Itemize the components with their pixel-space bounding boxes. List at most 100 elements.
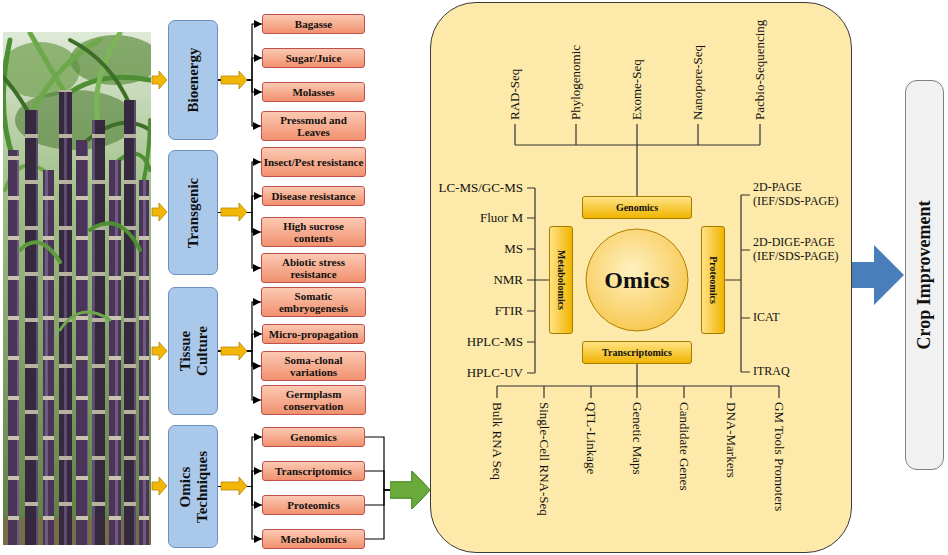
cane-leaf	[143, 120, 150, 185]
technique-label: NMR	[493, 273, 523, 288]
technique-label: ICAT	[753, 311, 780, 325]
technique-label: 2D-PAGE (IEF/SDS-PAGE)	[753, 181, 849, 209]
technique-label: FTIR	[495, 304, 523, 319]
connector-arrow	[365, 490, 390, 539]
branch-line	[497, 124, 779, 398]
item-box: Sugar/Juice	[262, 48, 365, 68]
technique-label: RAD-Seq	[508, 69, 523, 120]
item-box: Genomics	[262, 427, 365, 447]
cane-stalk	[43, 170, 54, 545]
item-box: Soma-clonal variations	[261, 351, 366, 381]
feed-arrow	[152, 477, 167, 495]
node-text: Bioenergy	[185, 48, 202, 113]
item-box: Proteomics	[262, 495, 365, 515]
feed-arrow	[221, 342, 247, 360]
node-text: Tissue Culture	[177, 305, 210, 397]
node-text: Transcriptomics	[274, 465, 353, 477]
cane-leaf	[3, 40, 14, 160]
technique-label: MS	[504, 242, 523, 257]
cane-stalk	[8, 150, 19, 545]
cane-leaf	[20, 242, 60, 262]
node-text: Metabolomics	[556, 250, 567, 310]
item-box: Metabolomics	[262, 529, 365, 549]
node-text: Bagasse	[294, 18, 333, 30]
technique-label: HPLC-MS	[467, 335, 523, 350]
branch-line	[725, 195, 750, 372]
technique-label: Candidate Genes	[677, 402, 692, 490]
item-box: Disease resistance	[262, 186, 365, 206]
method-bar: Proteomics	[701, 226, 725, 334]
branch-line	[515, 124, 760, 196]
outcome-box: Crop Improvement	[905, 80, 944, 470]
item-box: High sucrose contents	[261, 217, 366, 247]
cane-stalk	[109, 160, 121, 545]
cane-stalk	[25, 110, 38, 545]
feed-arrow	[152, 71, 167, 89]
method-bar: Transcriptomics	[582, 341, 692, 364]
feed-arrow	[152, 342, 167, 360]
item-box: Abiotic stress resistance	[261, 253, 366, 283]
item-box: Transcriptomics	[262, 461, 365, 481]
node-text: Pressmud and Leaves	[262, 114, 365, 138]
node-text: Soma-clonal variations	[262, 354, 365, 378]
category-box: Bioenergy	[168, 20, 218, 140]
feed-arrow	[221, 477, 247, 495]
node-text: Proteomics	[708, 256, 719, 304]
cane-leaf	[20, 223, 140, 330]
technique-label: Genetic Maps	[630, 402, 645, 475]
node-text: Abiotic stress resistance	[262, 256, 365, 280]
node-text: Omics Techniques	[177, 441, 210, 533]
feed-arrow	[221, 203, 247, 221]
node-text: Somatic embryogenesis	[262, 290, 365, 314]
technique-label: 2D-DIGE-PAGE (IEF/SDS-PAGE)	[753, 236, 849, 264]
item-box: Insect/Pest resistance	[261, 147, 366, 177]
sugarcane-photo	[3, 32, 151, 545]
node-text: Transgenic	[185, 177, 202, 248]
technique-label: LC-MS/GC-MS	[438, 181, 523, 196]
technique-label: Single-Cell RNA-Seq	[537, 402, 552, 516]
node-text: Genomics	[615, 202, 659, 213]
item-box: Molasses	[262, 82, 365, 102]
item-box: Pressmud and Leaves	[261, 111, 366, 141]
technique-label: GM Tools Promoters	[772, 402, 787, 511]
node-text: Molasses	[291, 86, 335, 98]
node-text: Transcriptomics	[601, 347, 673, 358]
technique-label: ITRAQ	[753, 365, 790, 379]
method-panel: GenomicsMetabolomicsOmicsProteomicsTrans…	[430, 2, 852, 553]
node-text: Metabolomics	[280, 533, 348, 545]
technique-label: DNA-Markers	[724, 402, 739, 478]
item-box: Somatic embryogenesis	[261, 287, 366, 317]
item-box: Bagasse	[262, 14, 365, 34]
technique-label: QTL-Linkage	[584, 402, 599, 474]
node-text: Micro-propagation	[268, 328, 359, 340]
cane-leaf	[60, 312, 110, 330]
item-box: Germplasm conservation	[261, 385, 366, 415]
node-text: Proteomics	[286, 499, 340, 511]
cane-leaf	[70, 40, 130, 105]
cane-leaf	[30, 33, 66, 95]
branch-line	[497, 364, 779, 398]
technique-label: Nanopore-Seq	[691, 45, 706, 120]
node-text: Crop Improvement	[915, 201, 935, 350]
connector-arrow	[365, 490, 390, 505]
technique-label: Fluor M	[480, 211, 523, 226]
connector-arrow	[365, 471, 390, 490]
technique-label: Pacbio-Sequencing	[753, 20, 768, 120]
node-text: Genomics	[289, 431, 337, 443]
technique-label: Bulk RNA Seq	[490, 402, 505, 480]
cane-stalk	[76, 140, 88, 545]
category-box: Transgenic	[168, 150, 218, 275]
cane-stalk	[139, 180, 149, 545]
node-text: Germplasm conservation	[262, 388, 365, 412]
node-text: Sugar/Juice	[285, 52, 343, 64]
node-text: Insect/Pest resistance	[263, 156, 365, 168]
node-text: High sucrose contents	[262, 220, 365, 244]
cane-stalk	[124, 100, 136, 545]
method-bar: Metabolomics	[549, 226, 573, 334]
node-text: Disease resistance	[271, 190, 357, 202]
branch-line	[527, 188, 549, 373]
technique-label: HPLC-UV	[467, 366, 523, 381]
method-bar: Genomics	[582, 196, 692, 219]
